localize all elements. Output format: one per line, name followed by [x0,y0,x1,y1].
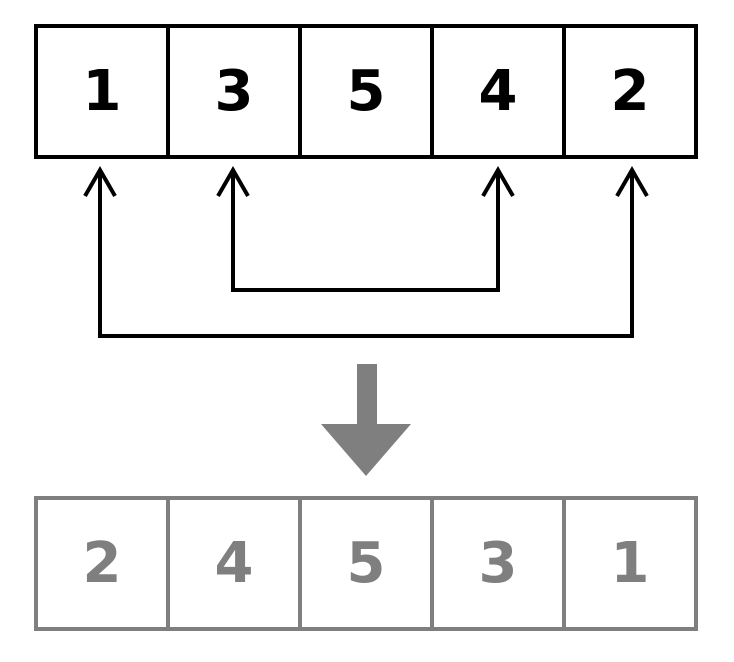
arrowhead-inner-right-icon [481,165,515,197]
original-cell-3: 5 [298,28,430,155]
original-cell-4: 4 [430,28,562,155]
reversed-cell-4: 3 [430,500,562,627]
arrowhead-outer-left-icon [83,165,117,197]
reversed-cell-3: 5 [298,500,430,627]
original-array: 1 3 5 4 2 [34,24,698,159]
reversed-cell-5: 1 [562,500,694,627]
reversed-array: 2 4 5 3 1 [34,496,698,631]
swap-connector-outer [83,165,649,338]
arrowhead-outer-right-icon [615,165,649,197]
original-cell-5: 2 [562,28,694,155]
swap-connector-inner [216,165,515,292]
swap-line-outer [98,172,634,338]
original-cell-1: 1 [82,59,122,124]
reversed-cell-1: 2 [82,531,122,596]
original-cell-2: 3 [166,28,298,155]
arrowhead-inner-left-icon [216,165,250,197]
swap-line-inner [231,172,500,292]
reversed-cell-2: 4 [166,500,298,627]
result-arrow-icon [321,364,411,476]
